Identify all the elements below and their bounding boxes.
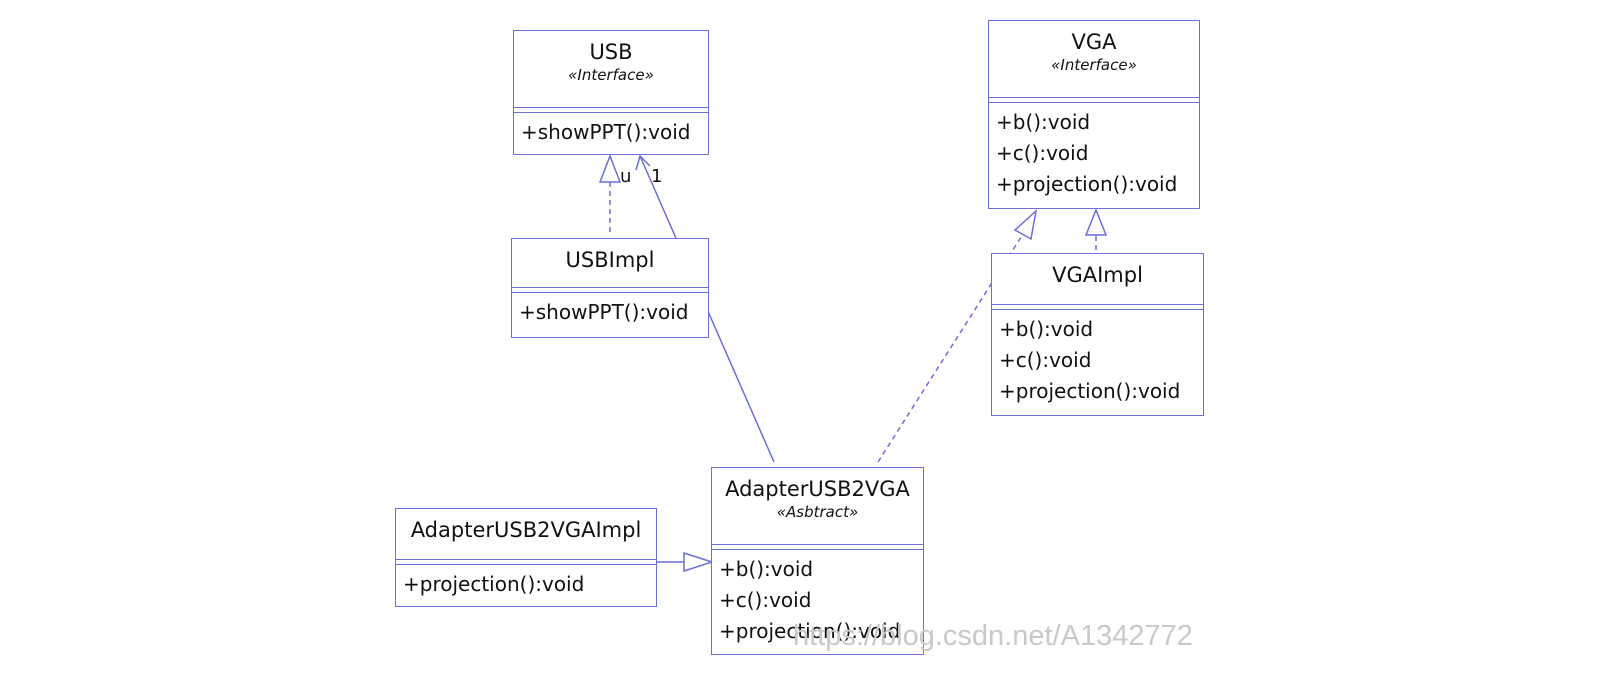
operation: +c():void [719,588,812,612]
watermark-text: https://blog.csdn.net/A1342772 [793,620,1193,652]
vga-realization-arrowhead-right [1084,207,1108,236]
attributes-compartment [396,559,656,564]
operation: +b():void [999,317,1094,341]
association-arrowhead [635,154,651,171]
operation: +projection():void [996,172,1178,196]
adapterimpl-class: AdapterUSB2VGAImpl +projection():void [395,508,657,607]
class-stereotype: «Interface» [1051,56,1137,74]
class-name: AdapterUSB2VGA [725,477,910,501]
vga-realization-arrowhead-left [1013,208,1038,241]
generalization-arrowhead [683,551,715,573]
multiplicity-label: 1 [651,166,663,187]
class-name: AdapterUSB2VGAImpl [410,518,642,542]
attributes-compartment [989,97,1199,102]
class-name: USB [589,40,633,64]
operation: +showPPT():void [519,300,689,324]
operations-compartment: +showPPT():void [512,292,708,328]
operation: +c():void [999,348,1092,372]
operation: +projection():void [719,619,901,643]
attributes-compartment [512,287,708,292]
operations-compartment: +b():void +c():void +projection():void [712,549,923,647]
vgaimpl-class: VGAImpl +b():void +c():void +projection(… [991,253,1204,416]
operations-compartment: +projection():void [396,564,656,600]
attributes-compartment [992,304,1203,309]
operation: +c():void [996,141,1089,165]
attributes-compartment [712,544,923,549]
attributes-compartment [514,107,708,112]
operation: +projection():void [403,572,585,596]
operation: +showPPT():void [521,120,691,144]
usb-realization-arrowhead [598,153,622,183]
class-name: VGA [1071,30,1117,54]
operations-compartment: +b():void +c():void +projection():void [992,309,1203,407]
class-name: USBImpl [565,248,655,272]
multiplicity-partial-label: u [620,166,632,187]
operation: +b():void [719,557,814,581]
vga-interface-class: VGA «Interface» +b():void +c():void +pro… [988,20,1200,209]
class-name: VGAImpl [1052,263,1143,287]
usbimpl-class: USBImpl +showPPT():void [511,238,709,338]
class-stereotype: «Asbtract» [776,503,859,521]
operations-compartment: +b():void +c():void +projection():void [989,102,1199,200]
operation: +b():void [996,110,1091,134]
class-stereotype: «Interface» [568,66,654,84]
operations-compartment: +showPPT():void [514,112,708,148]
adapter-abstract-class: AdapterUSB2VGA «Asbtract» +b():void +c()… [711,467,924,655]
operation: +projection():void [999,379,1181,403]
usb-interface-class: USB «Interface» +showPPT():void [513,30,709,155]
